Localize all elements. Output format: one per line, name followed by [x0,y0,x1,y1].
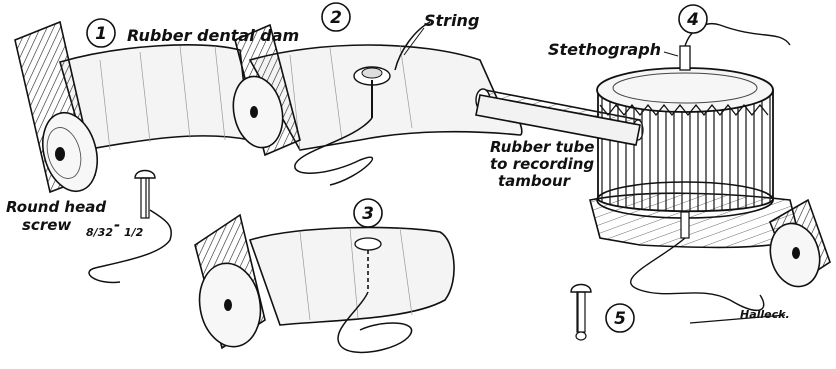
step-5-number: 5 [614,309,626,329]
step-3-number: 3 [362,204,374,224]
figure-3-rubber-roll-assembled: 3 [193,199,454,352]
label-screw: screw [22,216,71,234]
label-screw-size-b: 1/2 [124,226,144,239]
step-1-number: 1 [95,24,107,44]
label-string: String [424,11,479,30]
label-rubber-dental-dam: Rubber dental dam [127,26,299,45]
label-rubber-tube: Rubber tube [490,138,594,156]
artist-signature: Halleck. [740,308,790,321]
figure-1-rubber-roll: 1 [15,19,250,197]
label-tambour: tambour [498,172,572,190]
label-screw-size-a: 8/32 [86,226,113,239]
label-stethograph: Stethograph [548,40,661,59]
label-to-recording: to recording [490,155,594,173]
label-screw-dash: - [114,216,120,234]
step-4-number: 4 [686,10,699,30]
step-2-number: 2 [330,8,342,28]
label-round-head: Round head [6,198,106,216]
figure-5-screw: 5 [571,285,634,341]
